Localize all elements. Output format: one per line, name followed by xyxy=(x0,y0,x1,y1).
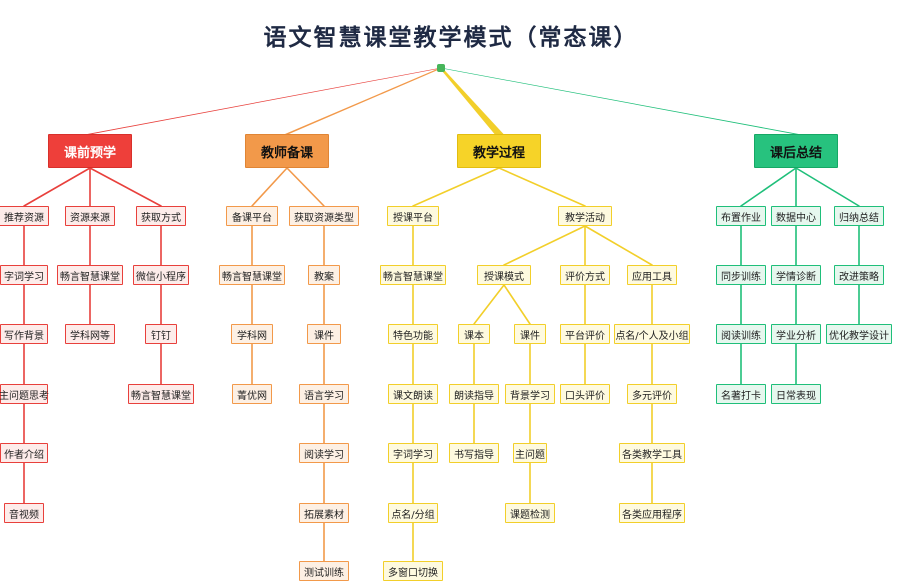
teacher-category: 获取资源类型 xyxy=(289,206,359,226)
teacher-item: 阅读学习 xyxy=(299,443,349,463)
teacher-item: 畅言智慧课堂 xyxy=(219,265,285,285)
activity-category: 评价方式 xyxy=(560,265,610,285)
process-item: 课题检测 xyxy=(505,503,555,523)
teacher-item: 学科网 xyxy=(231,324,273,344)
connector xyxy=(795,167,860,207)
summary-item: 学情诊断 xyxy=(771,265,821,285)
process-item: 各类应用程序 xyxy=(619,503,685,523)
process-item: 点名/分组 xyxy=(388,503,438,523)
connector xyxy=(503,284,531,325)
teacher-item: 测试训练 xyxy=(299,561,349,581)
prep-item: 学科网等 xyxy=(65,324,115,344)
connector xyxy=(286,167,325,207)
summary-item: 优化教学设计 xyxy=(826,324,892,344)
main-branch-line xyxy=(87,68,443,134)
teacher-item: 课件 xyxy=(307,324,341,344)
process-item: 主问题 xyxy=(513,443,547,463)
summary-item: 阅读训练 xyxy=(716,324,766,344)
process-item: 口头评价 xyxy=(560,384,610,404)
prep-category: 获取方式 xyxy=(136,206,186,226)
branch-teacher: 教师备课 xyxy=(245,134,329,168)
connector xyxy=(89,167,162,207)
teacher-item: 拓展素材 xyxy=(299,503,349,523)
prep-category: 推荐资源 xyxy=(0,206,49,226)
root-node xyxy=(437,64,445,72)
process-item: 书写指导 xyxy=(449,443,499,463)
prep-item: 音视频 xyxy=(4,503,44,523)
summary-category: 布置作业 xyxy=(716,206,766,226)
teacher-item: 菁优网 xyxy=(232,384,272,404)
main-branch-line xyxy=(439,68,799,134)
summary-category: 归纳总结 xyxy=(834,206,884,226)
prep-item: 畅言智慧课堂 xyxy=(128,384,194,404)
process-item: 朗读指导 xyxy=(449,384,499,404)
diagram-title: 语文智慧课堂教学模式（常态课） xyxy=(263,25,639,51)
process-item: 多元评价 xyxy=(627,384,677,404)
activity-category: 应用工具 xyxy=(627,265,677,285)
main-branch-line xyxy=(285,68,443,134)
connector xyxy=(412,167,500,207)
process-item: 课文朗读 xyxy=(388,384,438,404)
process-category: 教学活动 xyxy=(558,206,612,226)
connector xyxy=(740,167,797,207)
prep-item: 微信小程序 xyxy=(133,265,189,285)
teacher-item: 教案 xyxy=(308,265,340,285)
connector xyxy=(584,225,653,266)
summary-item: 同步训练 xyxy=(716,265,766,285)
process-item: 特色功能 xyxy=(388,324,438,344)
summary-category: 数据中心 xyxy=(771,206,821,226)
branch-process: 教学过程 xyxy=(457,134,541,168)
connector xyxy=(473,284,505,325)
prep-item: 作者介绍 xyxy=(0,443,48,463)
connector xyxy=(498,167,586,207)
process-item: 各类教学工具 xyxy=(619,443,685,463)
mode-category: 课本 xyxy=(458,324,490,344)
connector xyxy=(251,167,288,207)
prep-item: 主问题思考 xyxy=(0,384,49,404)
process-category: 授课平台 xyxy=(387,206,439,226)
process-item: 平台评价 xyxy=(560,324,610,344)
prep-item: 畅言智慧课堂 xyxy=(57,265,123,285)
branch-summary: 课后总结 xyxy=(754,134,838,168)
prep-category: 资源来源 xyxy=(65,206,115,226)
process-item: 畅言智慧课堂 xyxy=(380,265,446,285)
connector xyxy=(23,167,91,207)
summary-item: 改进策略 xyxy=(834,265,884,285)
prep-item: 字词学习 xyxy=(0,265,48,285)
process-item: 多窗口切换 xyxy=(383,561,443,581)
mode-category: 课件 xyxy=(514,324,546,344)
prep-item: 钉钉 xyxy=(145,324,177,344)
process-item: 点名/个人及小组 xyxy=(614,324,690,344)
summary-item: 学业分析 xyxy=(771,324,821,344)
connector xyxy=(503,225,586,266)
teacher-item: 语言学习 xyxy=(299,384,349,404)
process-item: 字词学习 xyxy=(388,443,438,463)
main-branch-line xyxy=(439,68,504,134)
activity-category: 授课模式 xyxy=(477,265,531,285)
teacher-category: 备课平台 xyxy=(226,206,278,226)
summary-item: 日常表现 xyxy=(771,384,821,404)
process-item: 背景学习 xyxy=(505,384,555,404)
summary-item: 名著打卡 xyxy=(716,384,766,404)
prep-item: 写作背景 xyxy=(0,324,48,344)
branch-prep: 课前预学 xyxy=(48,134,132,168)
